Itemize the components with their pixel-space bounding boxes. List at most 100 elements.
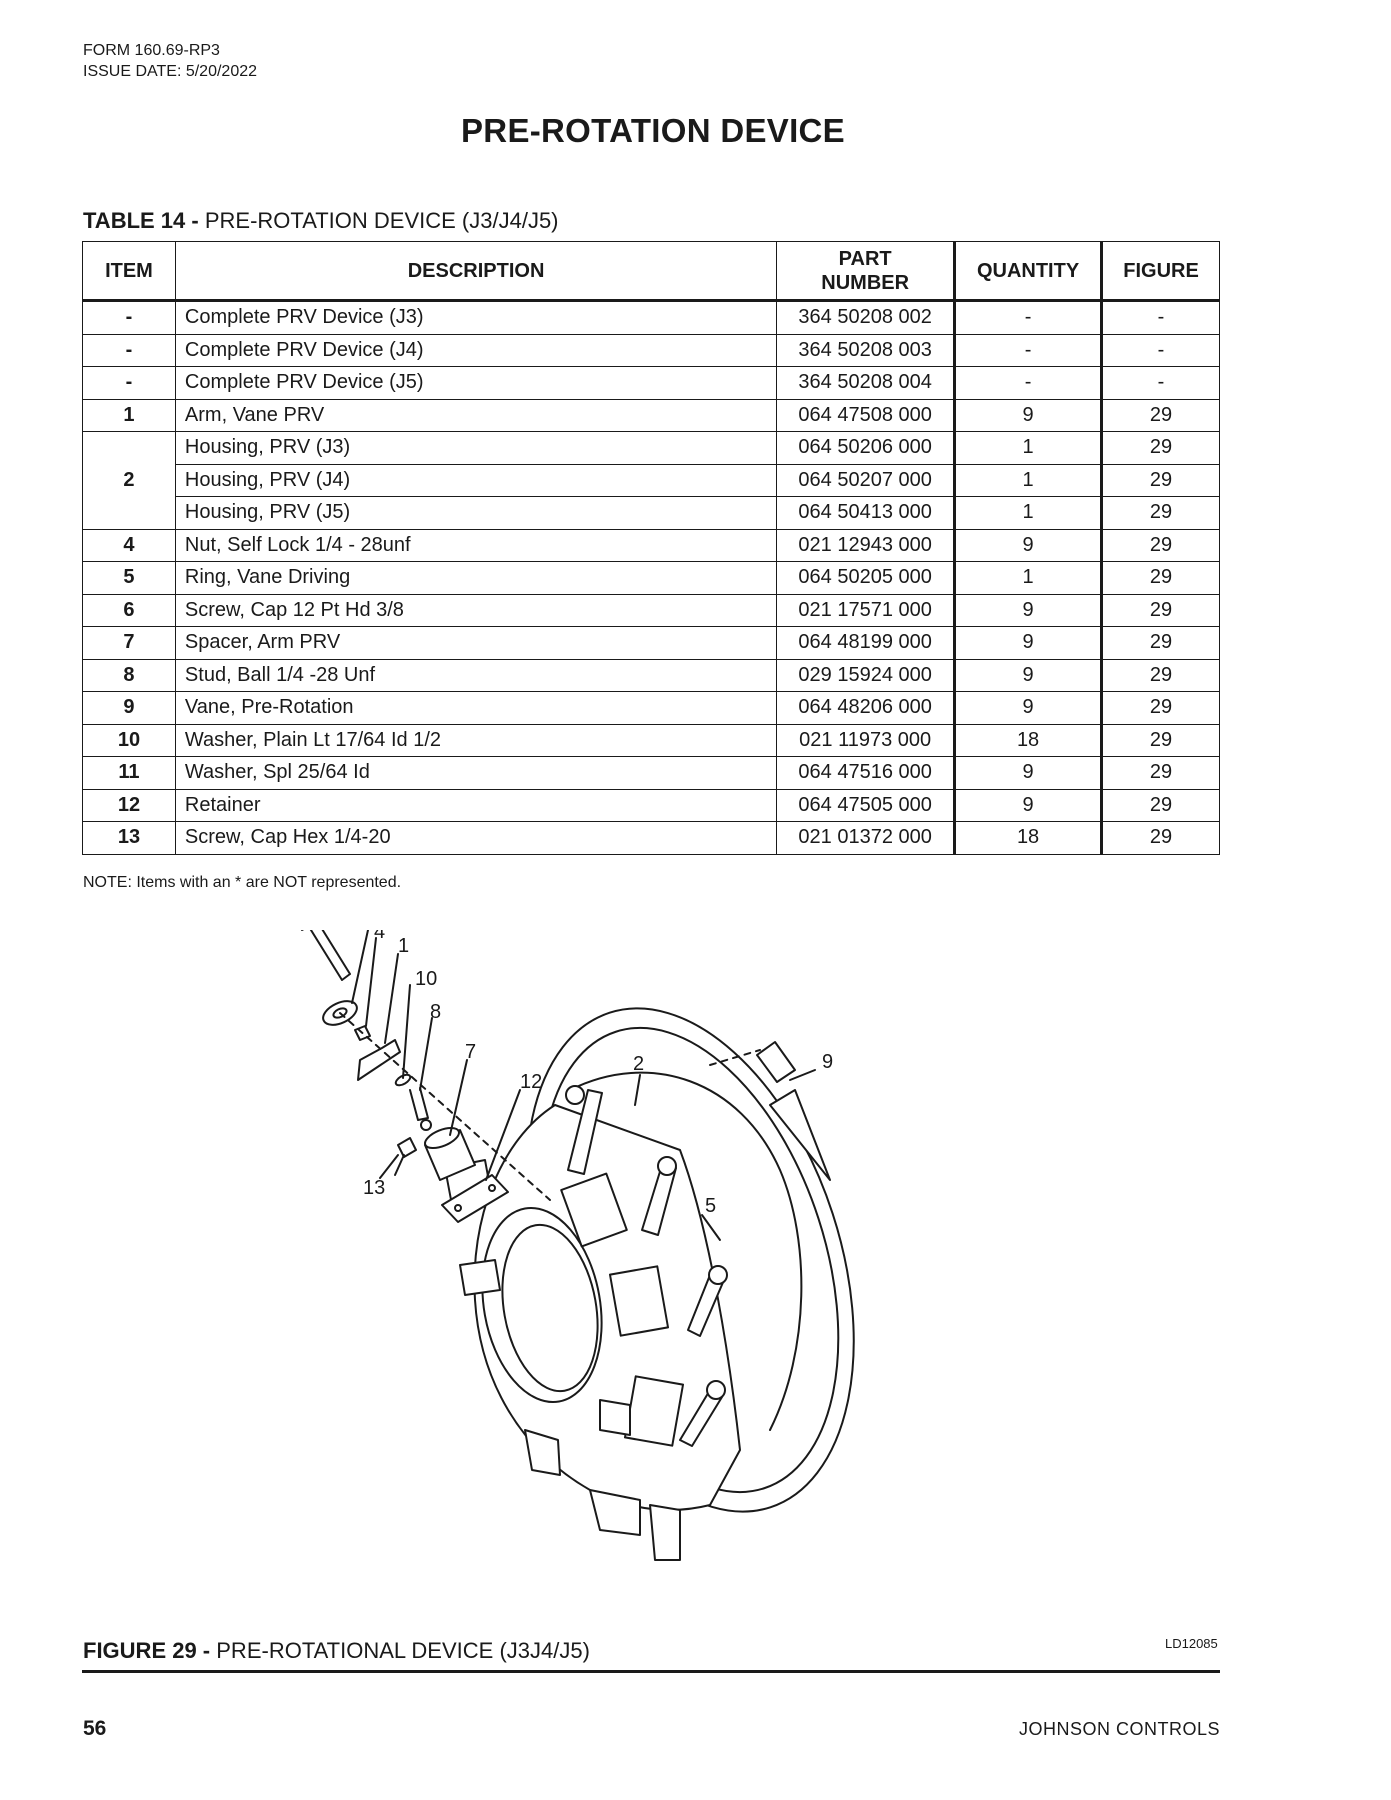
pre-rotation-vane	[769, 1089, 831, 1181]
table-row: Housing, PRV (J5) 064 50413 000 1 29	[83, 496, 1220, 530]
cell-figure: 29	[1100, 593, 1220, 627]
leader-line-12	[485, 1089, 521, 1181]
table-row: 5 Ring, Vane Driving 064 50205 000 1 29	[82, 561, 1220, 595]
table-caption-label: TABLE 14 -	[83, 208, 199, 233]
cell-item: 11	[82, 756, 176, 790]
callout-1: 1	[398, 935, 409, 957]
cell-figure: 29	[1100, 788, 1220, 822]
vane-arm	[567, 1089, 603, 1175]
cell-figure: -	[1100, 366, 1220, 400]
cap-hex-screw	[397, 1137, 417, 1158]
header-part-line2: NUMBER	[821, 271, 910, 294]
header-part-number: PART NUMBER	[776, 241, 956, 302]
cell-item: 1	[82, 398, 176, 432]
cell-item: 9	[82, 691, 176, 725]
cap-hex-screw-shank	[394, 1154, 405, 1176]
callout-4: 4	[374, 930, 385, 943]
cell-item: 2	[82, 431, 176, 530]
cell-figure: 29	[1100, 463, 1220, 497]
cell-quantity: 1	[953, 431, 1103, 465]
cell-quantity: -	[953, 333, 1103, 367]
cell-description: Retainer	[174, 788, 778, 822]
vane-hub	[756, 1041, 796, 1083]
leader-line-13	[379, 1154, 399, 1179]
cell-quantity: -	[953, 366, 1103, 400]
cell-part-number: 064 50205 000	[776, 561, 956, 595]
callout-5: 5	[705, 1195, 716, 1217]
cell-description: Nut, Self Lock 1/4 - 28unf	[174, 528, 778, 562]
table-header-row: ITEM DESCRIPTION PART NUMBER QUANTITY FI…	[82, 241, 1220, 302]
cell-item: -	[82, 300, 176, 335]
plain-washer	[394, 1073, 412, 1087]
table-row: 4 Nut, Self Lock 1/4 - 28unf 021 12943 0…	[82, 528, 1220, 562]
ball-stud	[708, 1265, 728, 1285]
table-row: 12 Retainer 064 47505 000 9 29	[82, 788, 1220, 822]
cell-quantity: 9	[953, 626, 1103, 660]
ball-stud	[565, 1085, 585, 1105]
assembly-axis-line	[339, 1012, 551, 1201]
cell-quantity: 1	[953, 496, 1103, 530]
table-row: 8 Stud, Ball 1/4 -28 Unf 029 15924 000 9…	[82, 658, 1220, 692]
header-quantity: QUANTITY	[953, 241, 1103, 302]
housing-boss	[599, 1399, 631, 1436]
cell-part-number: 364 50208 003	[776, 333, 956, 367]
callout-2: 2	[633, 1053, 644, 1075]
assembly-axis-line	[709, 1049, 761, 1066]
figure-caption-text: PRE-ROTATIONAL DEVICE (J3J4/J5)	[210, 1638, 590, 1663]
vane-arm-exploded	[357, 1039, 401, 1081]
page-title: PRE-ROTATION DEVICE	[461, 112, 845, 149]
cell-part-number: 064 50207 000	[776, 463, 956, 497]
callout-7: 7	[465, 1041, 476, 1063]
figure-callouts: 6 11 4 1 10 8 7 12 13 2 9 5	[362, 930, 833, 1217]
cell-description: Screw, Cap Hex 1/4-20	[174, 821, 778, 855]
form-number: FORM 160.69-RP3	[83, 42, 220, 59]
cell-part-number: 021 12943 000	[776, 528, 956, 562]
cell-item: 6	[82, 593, 176, 627]
table-caption-text: PRE-ROTATION DEVICE (J3/J4/J5)	[198, 208, 559, 233]
table-row: Housing, PRV (J4) 064 50207 000 1 29	[83, 463, 1220, 497]
cell-figure: -	[1100, 333, 1220, 367]
table-row: 9 Vane, Pre-Rotation 064 48206 000 9 29	[82, 691, 1220, 725]
cell-figure: -	[1100, 300, 1220, 335]
cell-item: 13	[82, 821, 176, 855]
table-row: - Complete PRV Device (J4) 364 50208 003…	[82, 333, 1220, 367]
housing-inlet-opening	[481, 1206, 603, 1404]
cell-part-number: 364 50208 002	[776, 300, 956, 335]
parts-table: ITEM DESCRIPTION PART NUMBER QUANTITY FI…	[82, 241, 1220, 855]
leader-line-7	[449, 1059, 468, 1136]
housing-foot	[649, 1504, 681, 1561]
cell-quantity: 9	[953, 691, 1103, 725]
leader-line-9	[789, 1069, 816, 1081]
cell-part-number: 064 48206 000	[776, 691, 956, 725]
cell-item: 8	[82, 658, 176, 692]
cell-part-number: 064 48199 000	[776, 626, 956, 660]
cell-quantity: 9	[953, 593, 1103, 627]
cell-item: 10	[82, 723, 176, 757]
cell-part-number: 064 47516 000	[776, 756, 956, 790]
housing-foot	[524, 1429, 561, 1476]
arm-mount-pad	[623, 1375, 685, 1447]
cell-figure: 29	[1100, 528, 1220, 562]
cell-description: Washer, Spl 25/64 Id	[174, 756, 778, 790]
table-row: 6 Screw, Cap 12 Pt Hd 3/8 021 17571 000 …	[82, 593, 1220, 627]
table-row: 1 Arm, Vane PRV 064 47508 000 9 29	[82, 398, 1220, 432]
callout-10: 10	[415, 968, 437, 990]
table-row: 7 Spacer, Arm PRV 064 48199 000 9 29	[82, 626, 1220, 660]
cell-part-number: 064 47505 000	[776, 788, 956, 822]
ball-stud	[657, 1156, 677, 1176]
cell-part-number: 029 15924 000	[776, 658, 956, 692]
cell-item: 7	[82, 626, 176, 660]
retainer-hole	[488, 1184, 496, 1192]
cell-description: Screw, Cap 12 Pt Hd 3/8	[174, 593, 778, 627]
callout-8: 8	[430, 1001, 441, 1023]
table-row: 2 Housing, PRV (J3) 064 50206 000 1 29	[82, 431, 1220, 530]
housing-boss	[459, 1259, 501, 1296]
housing-foot	[589, 1489, 641, 1536]
cell-description: Housing, PRV (J3)	[174, 431, 778, 465]
leader-line-4	[365, 937, 377, 1027]
cell-description: Housing, PRV (J5)	[174, 496, 778, 530]
form-header: FORM 160.69-RP3 ISSUE DATE: 5/20/2022	[83, 40, 257, 82]
cell-figure: 29	[1100, 496, 1220, 530]
issue-date: ISSUE DATE: 5/20/2022	[83, 63, 258, 80]
header-part-line1: PART	[838, 247, 892, 270]
